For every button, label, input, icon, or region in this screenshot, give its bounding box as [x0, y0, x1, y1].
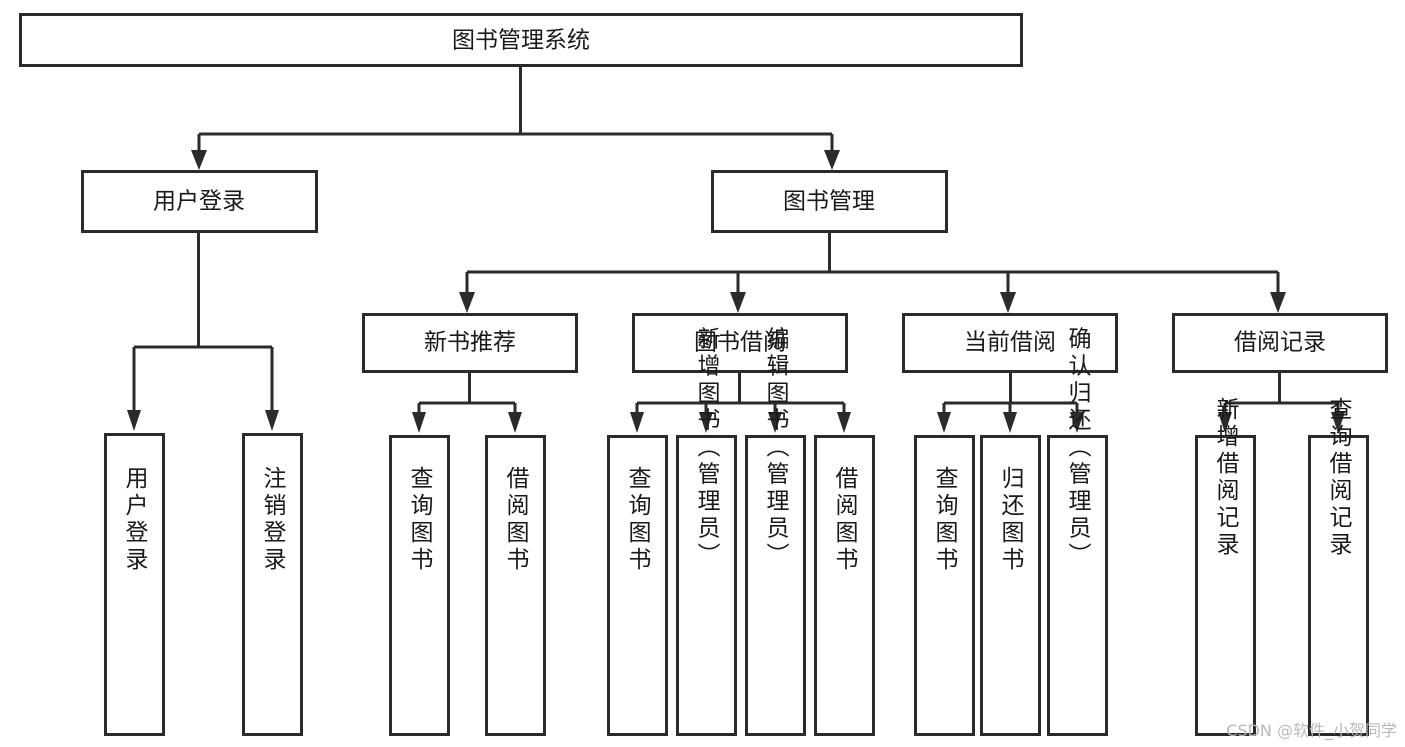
arrow-head-leaf-borrow-book-2 [837, 412, 851, 433]
node-leaf-borrow-book-1-label: 借阅图书 [502, 466, 530, 574]
arrow-head-leaf-borrow-book-1 [508, 412, 522, 433]
arrow-head-leaf-user-login [127, 410, 141, 431]
node-root[interactable]: 图书管理系统 [19, 13, 1023, 67]
node-new-book-recommend-label: 新书推荐 [424, 330, 516, 356]
connector-group-borrow-record [1218, 373, 1345, 433]
node-leaf-query-book-2[interactable]: 查询图书 [607, 435, 668, 736]
node-user-login[interactable]: 用户登录 [81, 170, 318, 233]
node-current-borrow-label: 当前借阅 [964, 330, 1056, 356]
node-leaf-borrow-book-2[interactable]: 借阅图书 [814, 435, 875, 736]
node-leaf-logout-login-box[interactable] [242, 433, 303, 736]
arrow-head-leaf-edit-book [768, 412, 782, 433]
connector-group-new-book-recommend [412, 373, 522, 433]
node-leaf-user-login[interactable]: 用户登录 [104, 433, 165, 736]
node-book-management-label: 图书管理 [783, 189, 875, 215]
arrow-head-current-borrow [1000, 292, 1016, 313]
node-leaf-add-record-box[interactable] [1195, 435, 1256, 736]
node-leaf-confirm-return[interactable]: 确认归还（管理员） [1047, 327, 1108, 736]
node-borrow-record-box[interactable] [1172, 313, 1388, 373]
arrow-head-leaf-add-record [1218, 412, 1232, 433]
node-leaf-query-book-3-box[interactable] [914, 435, 975, 736]
connector-group-current-borrow [937, 373, 1084, 433]
node-borrow-record-label: 借阅记录 [1234, 330, 1326, 356]
node-current-borrow-box[interactable] [902, 313, 1118, 373]
node-leaf-query-book-3-label: 查询图书 [931, 466, 959, 574]
connector-group-root [191, 66, 840, 170]
node-root-label: 图书管理系统 [452, 28, 590, 54]
arrow-head-book-borrow [730, 292, 746, 313]
node-leaf-edit-book[interactable]: 编辑图书（管理员） [745, 327, 806, 736]
arrow-head-leaf-query-book-1 [412, 412, 426, 433]
arrow-head-book-management [824, 150, 840, 170]
arrow-head-new-book-recommend [459, 292, 475, 313]
node-leaf-query-record-label: 查询借阅记录 [1325, 397, 1353, 559]
arrow-head-leaf-return-book [1003, 412, 1017, 433]
arrow-head-leaf-query-book-2 [630, 412, 644, 433]
arrow-head-leaf-query-book-3 [937, 412, 951, 433]
node-leaf-return-book-box[interactable] [980, 435, 1041, 736]
node-leaf-confirm-return-label: 确认归还（管理员） [1064, 327, 1092, 570]
node-leaf-borrow-book-1-box[interactable] [485, 435, 546, 736]
node-leaf-query-book-1-box[interactable] [389, 435, 450, 736]
arrow-head-leaf-confirm-return [1070, 412, 1084, 433]
node-leaf-query-book-2-box[interactable] [607, 435, 668, 736]
node-leaf-edit-book-label: 编辑图书（管理员） [762, 327, 790, 570]
connector-group-book-borrow [630, 373, 851, 433]
node-leaf-edit-book-box[interactable] [745, 435, 806, 736]
node-leaf-add-book-label: 新增图书（管理员） [693, 327, 721, 570]
node-leaf-add-record[interactable]: 新增借阅记录 [1195, 397, 1256, 736]
node-new-book-recommend-box[interactable] [362, 313, 578, 373]
node-leaf-user-login-box[interactable] [104, 433, 165, 736]
node-book-management-box[interactable] [711, 170, 948, 233]
node-user-login-label: 用户登录 [153, 189, 245, 215]
node-book-borrow[interactable]: 图书借阅 [632, 313, 848, 373]
arrow-head-borrow-record [1270, 292, 1286, 313]
node-new-book-recommend[interactable]: 新书推荐 [362, 313, 578, 373]
node-book-management[interactable]: 图书管理 [711, 170, 948, 233]
node-root-box[interactable] [19, 13, 1023, 67]
node-leaf-borrow-book-2-label: 借阅图书 [831, 466, 859, 574]
node-leaf-logout-login-label: 注销登录 [259, 466, 287, 574]
arrow-head-user-login [191, 150, 207, 170]
node-leaf-add-record-label: 新增借阅记录 [1212, 397, 1240, 559]
node-leaf-logout-login[interactable]: 注销登录 [242, 433, 303, 736]
node-leaf-query-book-2-label: 查询图书 [624, 466, 652, 574]
connector-group-user-login [127, 232, 279, 431]
node-leaf-confirm-return-box[interactable] [1047, 435, 1108, 736]
node-user-login-box[interactable] [81, 170, 318, 233]
node-leaf-borrow-book-1[interactable]: 借阅图书 [485, 435, 546, 736]
node-leaf-return-book[interactable]: 归还图书 [980, 435, 1041, 736]
node-leaf-query-book-3[interactable]: 查询图书 [914, 435, 975, 736]
node-leaf-add-book-box[interactable] [676, 435, 737, 736]
node-leaf-query-record-box[interactable] [1308, 435, 1369, 736]
node-borrow-record[interactable]: 借阅记录 [1172, 313, 1388, 373]
node-leaf-user-login-label: 用户登录 [121, 466, 149, 574]
node-book-borrow-label: 图书借阅 [694, 330, 786, 356]
node-leaf-return-book-label: 归还图书 [997, 466, 1025, 574]
node-leaf-borrow-book-2-box[interactable] [814, 435, 875, 736]
arrow-head-leaf-logout-login [265, 410, 279, 431]
arrow-head-leaf-add-book [699, 412, 713, 433]
node-leaf-query-record[interactable]: 查询借阅记录 [1308, 397, 1369, 736]
node-leaf-query-book-1-label: 查询图书 [406, 466, 434, 574]
node-current-borrow[interactable]: 当前借阅 [902, 313, 1118, 373]
node-leaf-query-book-1[interactable]: 查询图书 [389, 435, 450, 736]
connector-group-book-management [459, 232, 1286, 313]
arrow-head-leaf-query-record [1331, 412, 1345, 433]
node-book-borrow-box[interactable] [632, 313, 848, 373]
node-leaf-add-book[interactable]: 新增图书（管理员） [676, 327, 737, 736]
